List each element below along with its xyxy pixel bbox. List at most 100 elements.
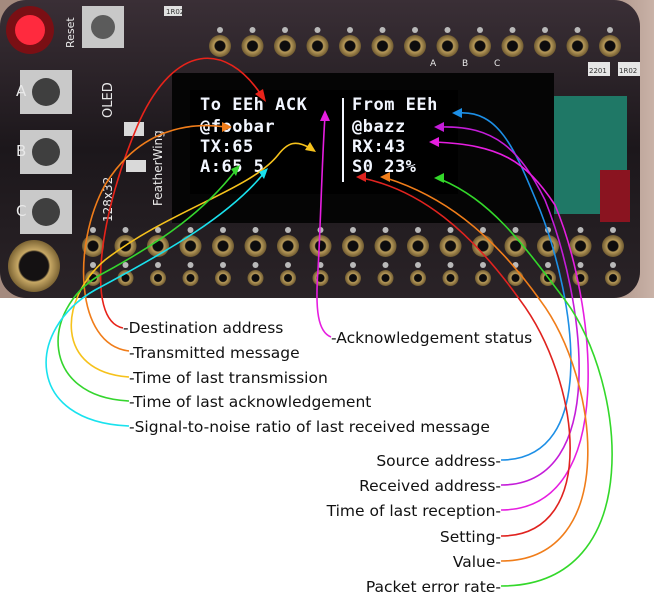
header-pin bbox=[215, 270, 231, 286]
leader-reception-time bbox=[434, 141, 589, 511]
pin-pad-dot bbox=[249, 27, 256, 33]
pin-pad-dot bbox=[574, 27, 581, 33]
pin-pad-dot bbox=[314, 27, 321, 33]
pin-pad-dot bbox=[187, 227, 194, 233]
oled-line2-right: @bazz bbox=[352, 117, 406, 137]
header-pin bbox=[244, 235, 267, 257]
part-label: 1R02 bbox=[619, 67, 637, 75]
leader-value bbox=[385, 177, 589, 562]
pin-label-c: C bbox=[494, 59, 500, 69]
header-pin bbox=[410, 270, 426, 286]
arrow-setting bbox=[356, 172, 366, 182]
callout-transmitted-message: -Transmitted message bbox=[129, 344, 300, 362]
header-pin bbox=[274, 35, 296, 57]
arrow-received-address bbox=[434, 122, 444, 132]
arrow-value bbox=[380, 172, 390, 182]
leader-transmitted-message bbox=[82, 124, 227, 352]
pin-pad-dot bbox=[217, 27, 223, 33]
header-pin bbox=[374, 235, 397, 257]
header-pin bbox=[469, 35, 491, 57]
smd-resistor bbox=[588, 62, 610, 76]
pin-pad-dot bbox=[187, 262, 194, 268]
header-pin bbox=[241, 35, 264, 57]
pin-pad-dot bbox=[480, 262, 486, 268]
pin-pad-dot bbox=[577, 227, 584, 233]
header-pin bbox=[507, 270, 524, 286]
oled-line3-right: RX:43 bbox=[352, 137, 406, 157]
pin-pad-dot bbox=[415, 262, 421, 268]
button-a-label: A bbox=[16, 82, 27, 100]
pin-pad-dot bbox=[379, 27, 386, 33]
header-pin bbox=[537, 235, 559, 257]
callout-source-address: Source address- bbox=[376, 452, 501, 470]
header-pin bbox=[371, 35, 394, 57]
header-pin bbox=[82, 235, 104, 257]
callout-packet-error-rate: Packet error rate- bbox=[366, 578, 501, 596]
header-pins-bottom bbox=[82, 227, 624, 286]
pin-pad-dot bbox=[480, 227, 486, 233]
header-pin bbox=[182, 270, 199, 286]
pin-pad-dot bbox=[610, 262, 616, 268]
pin-pad-dot bbox=[415, 227, 421, 233]
arrow-source-address bbox=[452, 108, 462, 118]
pin-pad-dot bbox=[90, 262, 96, 268]
header-pin bbox=[345, 270, 361, 286]
pin-pad-dot bbox=[122, 227, 129, 233]
pin-pad-dot bbox=[252, 227, 259, 233]
leader-source-address bbox=[457, 112, 572, 461]
pin-pad-dot bbox=[509, 27, 516, 33]
button-a[interactable] bbox=[20, 70, 72, 114]
pin-pad-dot bbox=[252, 262, 259, 268]
pin-pad-dot bbox=[447, 227, 454, 233]
leader-snr bbox=[45, 172, 265, 427]
header-pin bbox=[309, 235, 332, 257]
leader-setting bbox=[361, 177, 571, 537]
header-pin bbox=[342, 235, 364, 257]
arrow-transmitted-message bbox=[222, 122, 232, 132]
arrow-tx-time bbox=[305, 142, 316, 152]
red-led bbox=[15, 15, 45, 45]
header-pin bbox=[339, 35, 361, 57]
size-label: 128x32 bbox=[101, 177, 115, 222]
callout-setting: Setting- bbox=[440, 528, 501, 546]
oled-label: OLED bbox=[101, 82, 116, 118]
header-pin bbox=[117, 270, 134, 286]
button-b[interactable] bbox=[20, 130, 72, 174]
oled-line1-right: From EEh bbox=[352, 95, 438, 115]
callout-received-address: Received address- bbox=[359, 477, 501, 495]
pin-pad-dot bbox=[347, 27, 353, 33]
pin-pad-dot bbox=[350, 227, 356, 233]
pin-label-b: B bbox=[462, 59, 468, 69]
mounting-hole bbox=[8, 240, 60, 292]
oled-line1-left: To EEh ACK bbox=[200, 95, 308, 115]
header-pin bbox=[179, 235, 202, 257]
smd-resistor bbox=[618, 62, 640, 76]
pin-pad-dot bbox=[542, 27, 548, 33]
arrow-ack-time bbox=[231, 165, 240, 176]
pin-pad-dot bbox=[285, 227, 291, 233]
red-part bbox=[600, 170, 630, 222]
header-pin bbox=[572, 270, 589, 286]
reset-button[interactable] bbox=[82, 6, 124, 48]
reset-label: Reset bbox=[64, 17, 77, 48]
header-pin bbox=[306, 35, 329, 57]
button-c[interactable] bbox=[20, 190, 72, 234]
callout-time-last-acknowledgement: -Time of last acknowledgement bbox=[129, 393, 371, 411]
pin-pad-dot bbox=[220, 262, 226, 268]
pin-pad-dot bbox=[412, 27, 418, 33]
header-pin bbox=[247, 270, 264, 286]
leader-destination bbox=[99, 57, 263, 329]
pin-pad-dot bbox=[444, 27, 451, 33]
arrow-ack-status bbox=[320, 110, 330, 121]
pin-pad-dot bbox=[477, 27, 483, 33]
pin-pad-dot bbox=[285, 262, 291, 268]
smd-resistor bbox=[164, 6, 182, 16]
pin-pad-dot bbox=[545, 262, 551, 268]
callout-time-last-reception: Time of last reception- bbox=[326, 502, 501, 520]
smd-cap bbox=[126, 160, 146, 172]
header-pin bbox=[150, 270, 166, 286]
header-pin bbox=[501, 35, 524, 57]
pin-pad-dot bbox=[220, 227, 226, 233]
callout-destination-address: -Destination address bbox=[123, 319, 283, 337]
